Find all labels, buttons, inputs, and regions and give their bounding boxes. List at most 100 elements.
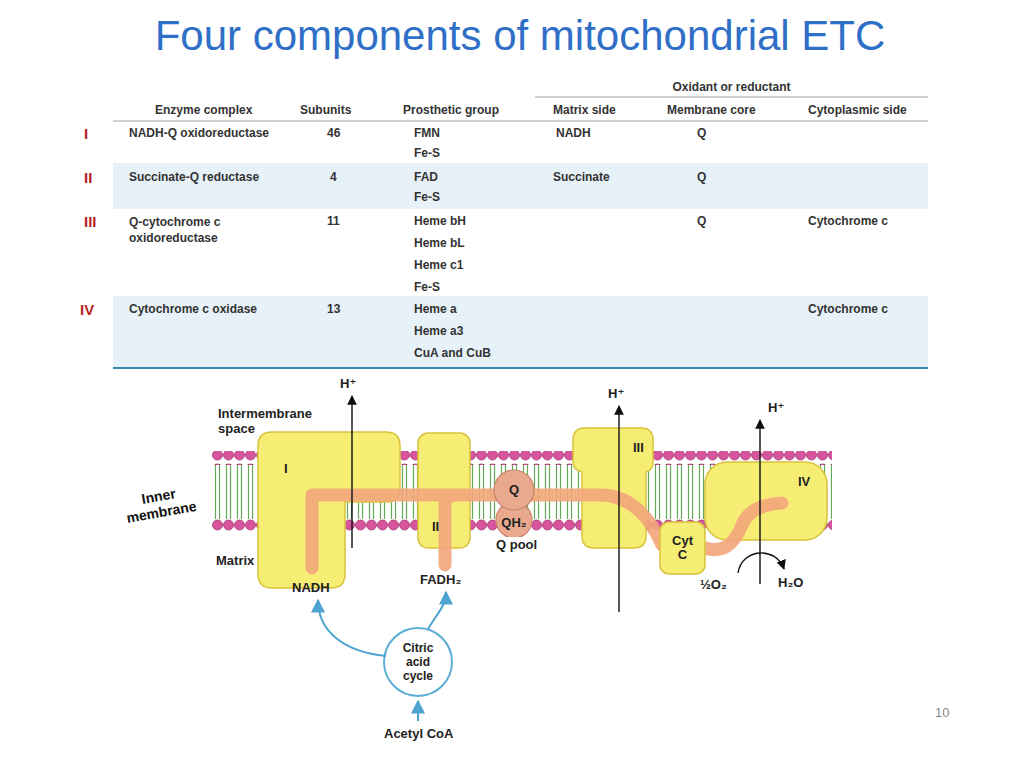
node-label: Q <box>509 483 519 497</box>
table-cell: 11 <box>327 214 340 228</box>
row-numeral: I <box>84 125 88 142</box>
diagram-label-box: H⁺ <box>340 376 356 391</box>
table-cell: Fe-S <box>414 280 440 294</box>
table-header-box: Prosthetic group <box>403 103 499 117</box>
diagram-label-box: H₂O <box>778 575 803 590</box>
table-cell-box: Heme bH <box>414 214 466 228</box>
table-header-box: Matrix side <box>553 103 616 117</box>
table-cell-box: CuA and CuB <box>414 346 491 360</box>
diagram-label: NADH <box>292 580 330 595</box>
table-cell: FAD <box>414 170 438 184</box>
table-cell: Cytochrome c <box>808 302 888 316</box>
node-label: Citric acid cycle <box>392 641 444 683</box>
table-header-box: Enzyme complex <box>155 103 252 117</box>
row-numeral: II <box>84 169 92 186</box>
table-header-box: Subunits <box>300 103 351 117</box>
node-label: III <box>633 441 644 455</box>
row-numeral-box: II <box>84 169 92 186</box>
diagram-label-box: Matrix <box>216 553 254 568</box>
table-cell-box: Fe-S <box>414 190 440 204</box>
table-cell: Fe-S <box>414 190 440 204</box>
table-cell-box: FMN <box>414 126 440 140</box>
table-cell: Q <box>697 214 706 228</box>
cycle-arrows <box>318 600 386 656</box>
diagram-label: Acetyl CoA <box>384 726 453 741</box>
page-number-box: 10 <box>935 705 949 720</box>
node-label: IV <box>798 475 810 489</box>
cycle-arrows <box>318 592 446 721</box>
complexes <box>258 428 827 588</box>
table-cell-box: Q <box>697 214 706 228</box>
table-cell: Succinate-Q reductase <box>129 170 259 184</box>
quinone-circle: Q <box>494 470 534 510</box>
table-cell-box: FAD <box>414 170 438 184</box>
table-cell-box: Fe-S <box>414 146 440 160</box>
table-graphics <box>113 97 928 368</box>
diagram-label: Inner membrane <box>112 480 208 527</box>
diagram-label: H⁺ <box>340 376 356 391</box>
table-cell-box: Heme a3 <box>414 324 463 338</box>
table-cell-box: Cytochrome c <box>808 302 888 316</box>
complex-shape: III <box>573 428 653 548</box>
diagram-label: Matrix <box>216 553 254 568</box>
table-header-box: Membrane core <box>667 103 756 117</box>
table-cell-box: NADH-Q oxidoreductase <box>129 126 269 140</box>
diagram-label: Q pool <box>494 537 539 552</box>
table-cell: Cytochrome c oxidase <box>129 302 257 316</box>
table-cell: Q <box>697 126 706 140</box>
electron-path <box>312 495 782 568</box>
diagram-label: Intermembrane space <box>218 406 330 436</box>
table-header: Oxidant or reductant <box>672 80 790 94</box>
table-cell: Fe-S <box>414 146 440 160</box>
table-header: Cytoplasmic side <box>808 103 907 117</box>
complexes <box>573 428 653 548</box>
node-label: II <box>432 520 439 534</box>
table-cell-box: NADH <box>556 126 591 140</box>
node-label: QH₂ <box>501 516 526 530</box>
table-header-box: Cytoplasmic side <box>808 103 907 117</box>
table-cell-box: Q <box>697 126 706 140</box>
diagram-label-box: ½O₂ <box>700 577 727 592</box>
table-graphics <box>113 367 928 369</box>
table-cell-box: Heme bL <box>414 236 465 250</box>
cytochrome-c-box: Cyt C <box>660 522 705 574</box>
diagram-label: H⁺ <box>768 400 784 415</box>
quinone-and-cytc <box>384 470 705 696</box>
diagram-label-box: Intermembrane space <box>218 406 330 436</box>
row-numeral-box: I <box>84 125 88 142</box>
table-cell-box: 11 <box>327 214 340 228</box>
slide-title: Four components of mitochondrial ETC <box>0 12 1024 60</box>
table-header: Matrix side <box>553 103 616 117</box>
cycle-arrows <box>428 592 446 629</box>
row-numeral: IV <box>80 301 94 318</box>
proton-arrows <box>351 396 352 548</box>
row-numeral: III <box>84 213 97 230</box>
node-label: Cyt C <box>669 534 697 562</box>
table-cell: 46 <box>327 126 340 140</box>
page-number: 10 <box>935 705 949 720</box>
table-cell: Q-cytochrome c oxidoreductase <box>129 214 264 246</box>
table-cell: NADH <box>556 126 591 140</box>
proton-arrows <box>618 406 619 612</box>
table-graphics <box>535 97 928 98</box>
diagram-label-box: H⁺ <box>768 400 784 415</box>
node-label: I <box>284 462 288 476</box>
proton-arrows <box>759 420 760 584</box>
table-cell-box: Cytochrome c <box>808 214 888 228</box>
table-cell: NADH-Q oxidoreductase <box>129 126 269 140</box>
complex-shape: I <box>258 432 400 588</box>
table-cell: Heme c1 <box>414 258 463 272</box>
diagram-label-box: FADH₂ <box>420 572 461 587</box>
table-cell-box: Q <box>697 170 706 184</box>
row-numeral-box: III <box>84 213 97 230</box>
quinone-circle: QH₂ <box>496 502 532 538</box>
table-cell: Q <box>697 170 706 184</box>
table-cell: Cytochrome c <box>808 214 888 228</box>
table-cell: CuA and CuB <box>414 346 491 360</box>
table-cell-box: Fe-S <box>414 280 440 294</box>
table-graphics <box>113 121 928 122</box>
complex-shape: IV <box>705 462 827 540</box>
table-graphics <box>113 163 928 209</box>
table-cell-box: Succinate <box>553 170 610 184</box>
